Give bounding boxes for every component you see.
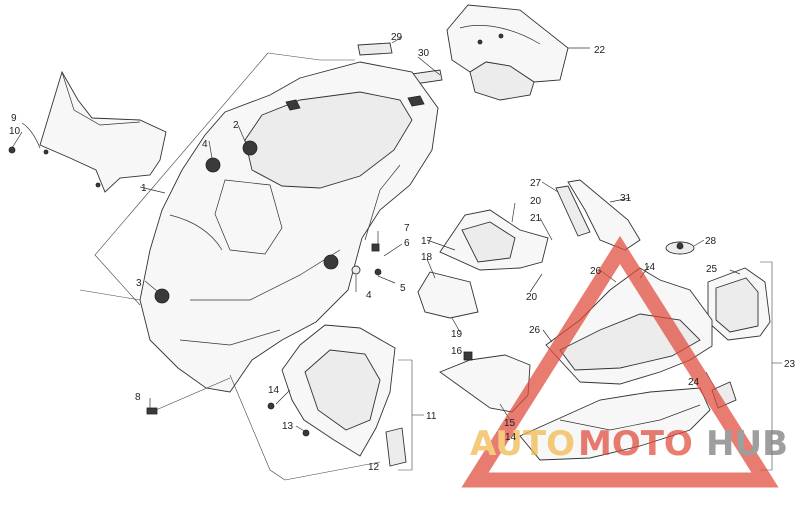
callout-label: 5 <box>400 283 406 294</box>
callout-label: 15 <box>504 418 516 429</box>
callout-label: 18 <box>421 252 433 263</box>
callout-label: 14 <box>268 385 280 396</box>
callout-label: 9 <box>11 113 17 124</box>
callout-labels: 1 2 3 4 4 5 6 7 8 9 10 11 12 13 14 14 14… <box>9 32 796 473</box>
part-14-screw-left <box>267 402 275 410</box>
callout-label: 11 <box>426 411 437 422</box>
watermark-text-moto: MOTO <box>578 424 693 464</box>
assembly-lines <box>79 52 782 481</box>
part-4-washer <box>351 265 361 275</box>
part-12-trim <box>385 427 407 467</box>
callout-label: 13 <box>282 421 294 432</box>
callout-label: 4 <box>366 290 372 301</box>
callout-label: 21 <box>530 213 542 224</box>
part-31-panel <box>567 179 641 251</box>
watermark-text-hub: HUB <box>706 424 788 464</box>
callout-label: 4 <box>202 139 208 150</box>
watermark: AUTO MOTO HUB <box>461 235 788 488</box>
part-22-cover <box>446 4 569 101</box>
callout-label: 6 <box>404 238 410 249</box>
callout-label: 8 <box>135 392 141 403</box>
callout-label: 17 <box>421 236 433 247</box>
callout-label: 14 <box>505 432 517 443</box>
part-11-lower-panel <box>281 324 396 457</box>
callout-label: 1 <box>141 183 147 194</box>
part-10-screw <box>8 146 16 154</box>
callout-label: 28 <box>705 236 717 247</box>
part-1-hood <box>139 61 439 393</box>
callout-label: 23 <box>784 359 796 370</box>
callout-label: 20 <box>526 292 538 303</box>
callout-label: 30 <box>418 48 430 59</box>
callout-label: 14 <box>644 262 656 273</box>
grommets <box>154 140 339 304</box>
callout-label: 12 <box>368 462 380 473</box>
part-9-side-panel <box>39 70 167 193</box>
part-8-bolt <box>146 407 158 415</box>
callout-label: 3 <box>136 278 142 289</box>
callout-label: 31 <box>620 193 632 204</box>
callout-label: 2 <box>233 120 239 131</box>
part-25-duct <box>707 267 771 341</box>
watermark-triangle <box>461 235 779 488</box>
part-5-nut <box>374 268 382 276</box>
callout-label: 22 <box>594 45 606 56</box>
callout-label: 16 <box>451 346 463 357</box>
callout-label: 26 <box>590 266 602 277</box>
callout-label: 7 <box>404 223 410 234</box>
part-27-strip <box>555 185 591 237</box>
part-7-clip <box>371 243 380 252</box>
callout-label: 20 <box>530 196 542 207</box>
part-29-pad <box>357 42 393 56</box>
watermark-text-auto: AUTO <box>470 424 575 464</box>
callout-label: 19 <box>451 329 463 340</box>
callout-label: 25 <box>706 264 718 275</box>
callout-label: 24 <box>688 377 700 388</box>
callout-label: 29 <box>391 32 403 43</box>
part-17-bezel <box>439 209 549 271</box>
callout-label: 26 <box>529 325 541 336</box>
callout-label: 10 <box>9 126 21 137</box>
part-18-bracket <box>417 271 479 319</box>
callout-label: 27 <box>530 178 542 189</box>
